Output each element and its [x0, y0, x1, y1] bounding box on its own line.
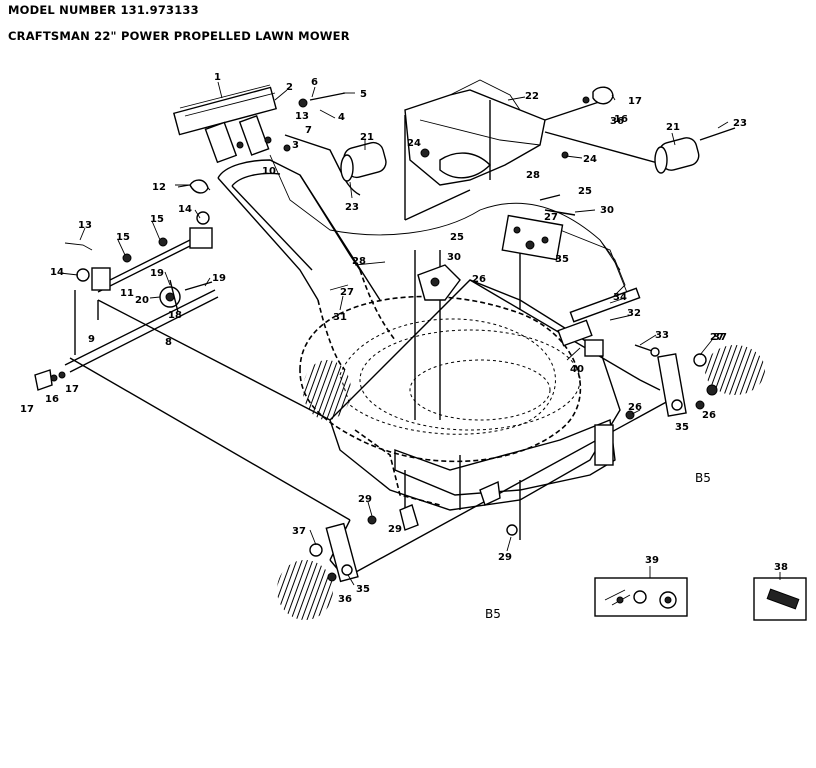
- callout-16: 16: [45, 394, 59, 405]
- callout-27-b: 27: [544, 212, 558, 223]
- callout-21-a: 21: [360, 132, 374, 143]
- callout-29-a: 29: [358, 494, 372, 505]
- callout-13: 13: [78, 220, 92, 231]
- callout-24-a: 24: [407, 138, 421, 149]
- callout-37-a: 37: [292, 526, 306, 537]
- page-mark-right: B5: [695, 471, 711, 485]
- page-mark-bottom: B5: [485, 607, 501, 621]
- callout-34: 34: [613, 292, 627, 303]
- callout-30-b: 30: [447, 252, 461, 263]
- callout-15-b: 15: [116, 232, 130, 243]
- callout-35-b: 35: [675, 422, 689, 433]
- wheel-front-left: [277, 560, 333, 620]
- callout-1: 1: [214, 72, 221, 83]
- wheel-rear-left: [303, 360, 351, 420]
- callout-24-b: 24: [583, 154, 597, 165]
- callout-35-c: 35: [356, 584, 370, 595]
- callout-12: 12: [152, 182, 166, 193]
- callout-8: 8: [165, 337, 172, 348]
- callout-16-b: 16: [614, 114, 628, 125]
- callout-17-c: 17: [628, 96, 642, 107]
- control-bar: [172, 84, 346, 164]
- wheel-front-right: [705, 345, 765, 395]
- callout-14: 14: [178, 204, 192, 215]
- callout-38: 38: [774, 562, 788, 573]
- callout-23-a: 23: [345, 202, 359, 213]
- callout-7: 7: [305, 125, 312, 136]
- callout-18: 18: [168, 310, 182, 321]
- callout-30-a: 30: [600, 205, 614, 216]
- callout-20: 20: [135, 295, 149, 306]
- callout-23-b: 23: [733, 118, 747, 129]
- hardware-bag-39: [594, 577, 688, 617]
- callout-5: 5: [360, 89, 367, 100]
- handle-assembly: [217, 134, 631, 371]
- callout-35-a: 35: [555, 254, 569, 265]
- wheels: [277, 345, 765, 620]
- callout-31: 31: [333, 312, 347, 323]
- callout-21-b: 21: [666, 122, 680, 133]
- callout-25: 25: [578, 186, 592, 197]
- callout-19-b: 19: [212, 273, 226, 284]
- callout-28-a: 28: [352, 256, 366, 267]
- model-number-title: MODEL NUMBER 131.973133: [8, 3, 199, 17]
- mower-deck: [69, 240, 671, 579]
- callout-26-c: 26: [702, 410, 716, 421]
- callout-39: 39: [645, 555, 659, 566]
- callout-13-b: 13: [295, 111, 309, 122]
- hardware-bag-38: [753, 577, 807, 621]
- callout-36-b: 36: [610, 116, 624, 127]
- callout-10: 10: [262, 166, 276, 177]
- callout-4: 4: [338, 112, 345, 123]
- callout-14-b: 14: [50, 267, 64, 278]
- callout-25-b: 25: [450, 232, 464, 243]
- callout-26-b: 26: [628, 402, 642, 413]
- callout-17-a: 17: [65, 384, 79, 395]
- callout-2: 2: [286, 82, 293, 93]
- callout-3: 3: [292, 140, 299, 151]
- callout-36-a: 36: [338, 594, 352, 605]
- callout-40: 40: [570, 364, 584, 375]
- leader-lines: [59, 81, 781, 586]
- part-number-labels: 1 2 3 4 5 6 7 8 9 10 11 12 13 14 15 16 1…: [20, 72, 788, 605]
- callout-15: 15: [150, 214, 164, 225]
- callout-22: 22: [525, 91, 539, 102]
- callout-26-a: 26: [472, 274, 486, 285]
- callout-29-c: 29: [388, 524, 402, 535]
- callout-9: 9: [88, 334, 95, 345]
- product-title: CRAFTSMAN 22" POWER PROPELLED LAWN MOWER: [8, 29, 350, 43]
- callout-27-c: 27: [710, 332, 724, 343]
- callout-28-b: 28: [526, 170, 540, 181]
- drive-housing: [340, 79, 736, 221]
- callout-27-a: 27: [340, 287, 354, 298]
- callout-37-b: 37: [713, 332, 727, 343]
- callout-11: 11: [120, 288, 134, 299]
- callout-32: 32: [627, 308, 641, 319]
- callout-29-b: 29: [498, 552, 512, 563]
- gear-case: [417, 194, 660, 357]
- callout-19-a: 19: [150, 268, 164, 279]
- rear-axle: [34, 179, 219, 391]
- callout-33: 33: [655, 330, 669, 341]
- callout-17-b: 17: [20, 404, 34, 415]
- callout-6: 6: [311, 77, 318, 88]
